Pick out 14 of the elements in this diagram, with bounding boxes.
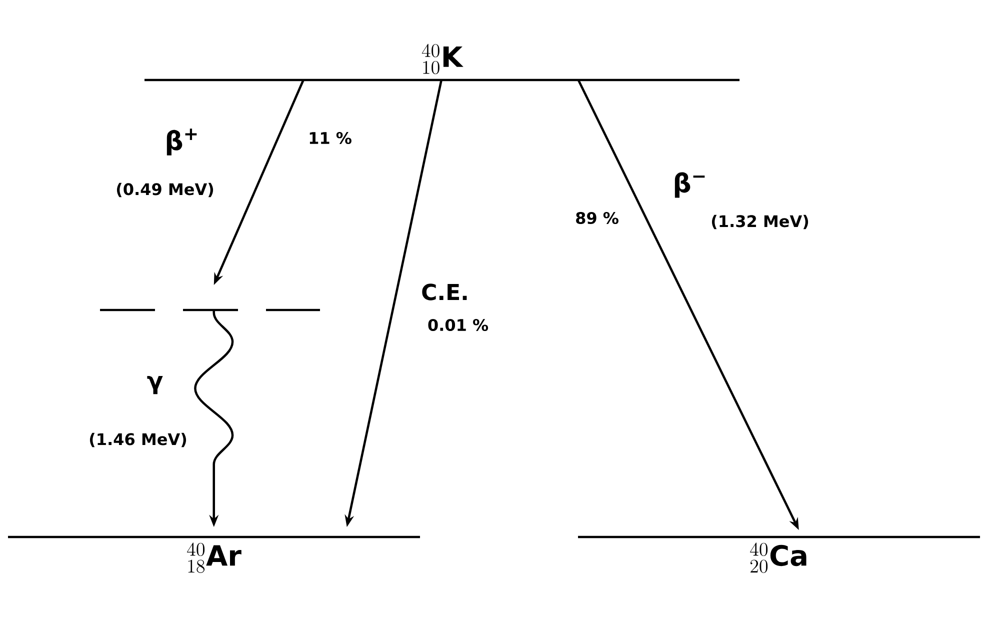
energy-level: ${}^{40}_{20}\mathbf{Ca}$ <box>576 536 981 573</box>
label: (1.32 MeV) <box>712 214 808 230</box>
dashed-level-line <box>100 308 320 312</box>
energy-level: ${}^{40}_{10}\mathbf{K}$ <box>143 44 741 82</box>
label: (0.49 MeV) <box>116 182 214 198</box>
edge-label: 11 % <box>310 132 352 144</box>
label: (1.46 MeV) <box>90 432 186 448</box>
label: 0.01 % <box>428 318 488 332</box>
energy-level: ${}^{40}_{18}\mathbf{Ar}$ <box>6 536 422 573</box>
label: β$^{−}$ <box>674 172 705 198</box>
edge-label: γ <box>147 376 163 394</box>
edge-label: C.E. <box>422 284 467 300</box>
edge-label: 89 % <box>576 212 618 224</box>
label: β$^{+}$ <box>166 128 197 156</box>
